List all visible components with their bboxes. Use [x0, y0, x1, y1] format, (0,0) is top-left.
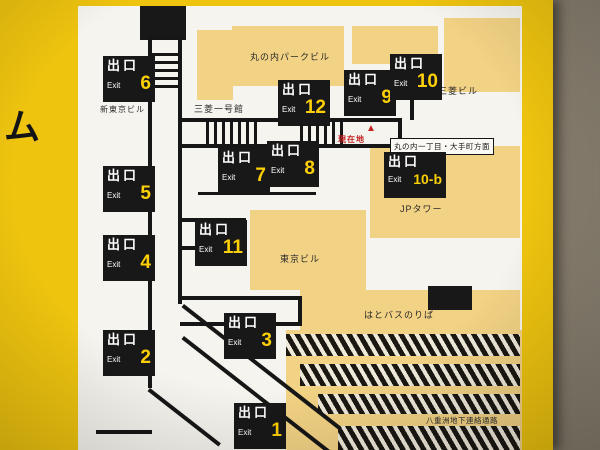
building-black-small	[428, 286, 472, 310]
exit-label-jp: 出口	[222, 150, 255, 165]
exit-badge-6: 出口 Exit 6	[103, 56, 155, 102]
exit-label-jp: 出口	[394, 56, 427, 71]
exit-label-jp: 出口	[107, 332, 140, 347]
exit-badge-1: 出口 Exit 1	[234, 403, 286, 449]
exit-badge-2: 出口 Exit 2	[103, 330, 155, 376]
corridor-line	[148, 36, 182, 40]
exit-badge-10: 出口 Exit 10	[390, 54, 442, 100]
building-label-yaesu-passage: 八重洲地下連絡通路	[426, 416, 498, 425]
exit-label-en: Exit	[222, 173, 236, 183]
exit-label-jp: 出口	[107, 58, 140, 73]
exit-label-en: Exit	[107, 81, 121, 91]
building-label-marunouchi-park: 丸の内パークビル	[250, 52, 331, 62]
exit-label-jp: 出口	[282, 82, 315, 97]
corridor-line	[178, 36, 182, 304]
exit-number: 2	[140, 346, 151, 368]
exit-label-en: Exit	[228, 338, 242, 348]
exit-label-en: Exit	[348, 95, 362, 105]
exit-badge-11: 出口 Exit 11	[195, 220, 247, 266]
exit-number: 6	[140, 72, 151, 94]
stairs-hatch	[206, 122, 262, 144]
exit-label-jp: 出口	[238, 405, 271, 420]
exit-number: 10-b	[413, 170, 442, 187]
exit-number: 10	[416, 70, 438, 92]
exit-label-jp: 出口	[199, 222, 232, 237]
exit-badge-7: 出口 Exit 7	[218, 148, 270, 194]
current-location-label: 現在地	[338, 135, 365, 144]
building-label-ichigokan: 三菱一号館	[194, 104, 245, 114]
exit-label-en: Exit	[282, 105, 296, 115]
exit-label-jp: 出口	[388, 154, 421, 169]
stairs-hatch	[152, 52, 178, 88]
exit-number: 7	[255, 164, 266, 186]
exit-number: 1	[271, 419, 282, 441]
railway-band	[318, 394, 520, 414]
building-label-jp-tower: JPタワー	[400, 204, 443, 214]
building-hatobus	[300, 290, 520, 330]
exit-label-en: Exit	[107, 355, 121, 365]
exit-badge-5: 出口 Exit 5	[103, 166, 155, 212]
exit-badge-9: 出口 Exit 9	[344, 70, 396, 116]
exit-number: 11	[222, 236, 243, 258]
stairs-hatch	[300, 122, 344, 144]
exit-label-en: Exit	[271, 166, 285, 176]
current-location-icon: ▲	[366, 123, 376, 134]
building-label-hatobus: はとバスのりば	[364, 310, 435, 320]
railway-band	[338, 426, 520, 450]
exit-badge-10b: 出口 Exit 10-b	[384, 152, 446, 198]
exit-label-en: Exit	[238, 428, 252, 438]
building-ichigokan	[197, 30, 233, 100]
exit-badge-8: 出口 Exit 8	[267, 141, 319, 187]
exit-badge-3: 出口 Exit 3	[224, 313, 276, 359]
building-marunouchi-park	[232, 26, 344, 86]
corridor-line	[180, 296, 300, 300]
exit-number: 12	[304, 96, 326, 118]
exit-label-en: Exit	[107, 260, 121, 270]
map-panel: 丸の内パークビル 三菱一号館 三菱ビル JPタワー 東京ビル はとバスのりば 八…	[78, 6, 522, 450]
exit-number: 5	[140, 182, 151, 204]
exit-label-jp: 出口	[228, 315, 261, 330]
exit-badge-12: 出口 Exit 12	[278, 80, 330, 126]
corridor-line	[398, 118, 402, 148]
exit-label-jp: 出口	[107, 237, 140, 252]
building-black-top	[140, 6, 186, 40]
exit-label-en: Exit	[388, 174, 402, 184]
exit-label-jp: 出口	[107, 168, 140, 183]
exit-label-en: Exit	[394, 79, 408, 89]
exit-label-en: Exit	[107, 191, 121, 201]
building-label-mitsubishi: 三菱ビル	[438, 86, 479, 96]
building-label-shintokyo: 新東京ビル	[100, 105, 145, 114]
corridor-passage-diagonal	[147, 388, 221, 447]
corridor-line	[298, 296, 302, 326]
exit-badge-4: 出口 Exit 4	[103, 235, 155, 281]
corridor-line	[96, 430, 152, 434]
railway-band	[286, 334, 520, 356]
railway-band	[300, 364, 520, 386]
exit-number: 4	[140, 251, 151, 273]
building-mitsubishi	[444, 18, 520, 92]
building-tokyo	[250, 210, 366, 290]
exit-number: 3	[261, 329, 272, 351]
corridor-line	[148, 36, 152, 388]
exit-number: 8	[304, 157, 315, 179]
corridor-line	[410, 96, 414, 120]
sign-side-text: ム	[4, 106, 41, 147]
exit-label-jp: 出口	[271, 143, 304, 158]
exit-map-sign: ム	[0, 0, 553, 450]
building-label-tokyo: 東京ビル	[280, 254, 321, 264]
exit-label-en: Exit	[199, 245, 213, 255]
exit-number: 9	[381, 86, 392, 108]
exit-label-jp: 出口	[348, 72, 381, 87]
